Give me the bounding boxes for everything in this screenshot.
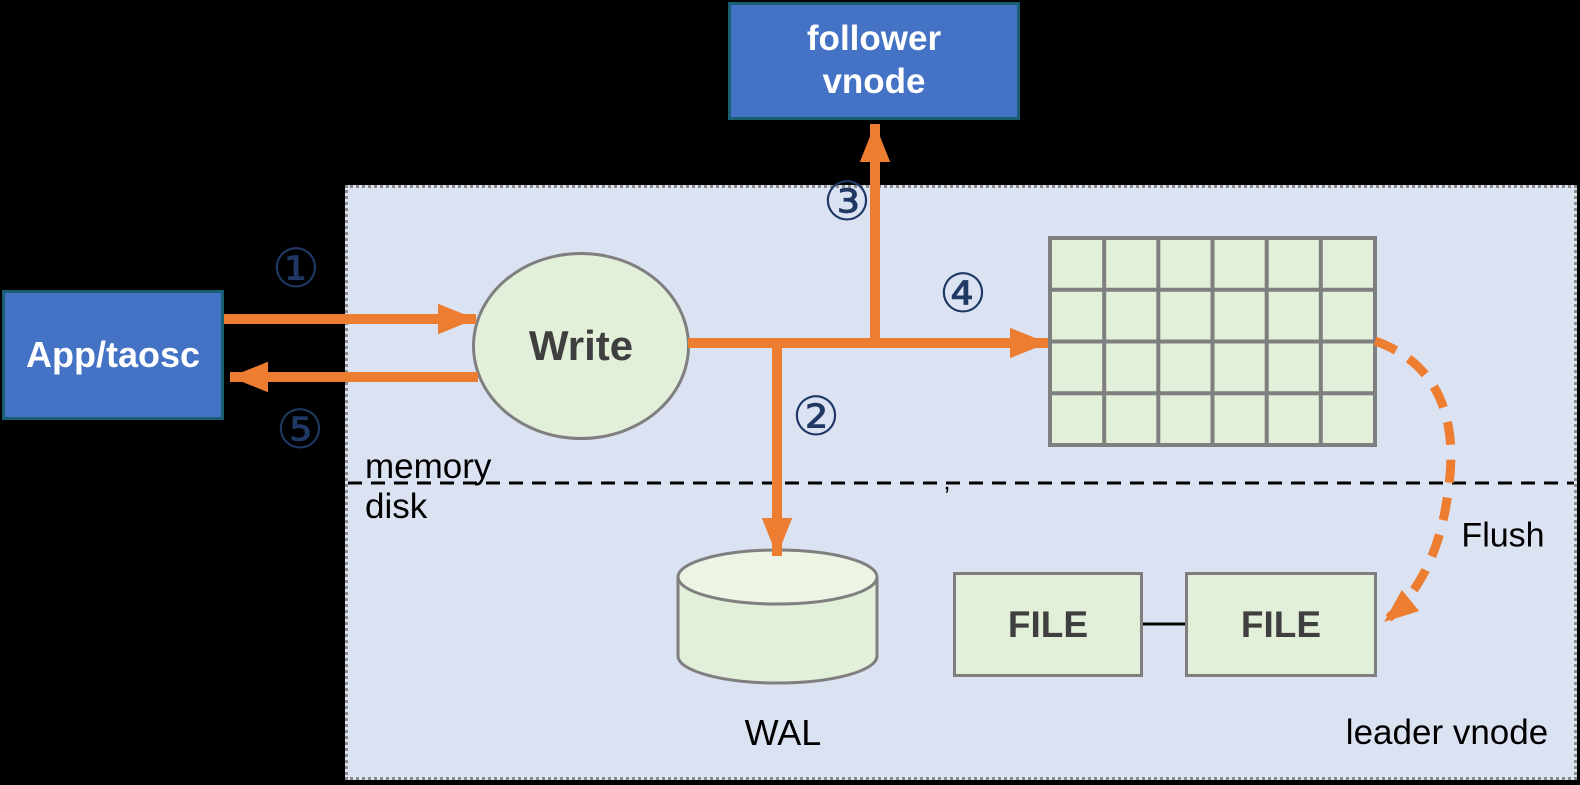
follower-vnode-node: follower vnode bbox=[728, 2, 1020, 120]
memory-label: memory bbox=[365, 447, 492, 486]
wal-label: WAL bbox=[744, 712, 822, 753]
step-2-badge: ② bbox=[791, 385, 841, 448]
app-taosc-node: App/taosc bbox=[2, 290, 224, 420]
disk-label: disk bbox=[365, 487, 428, 526]
step-1-badge: ① bbox=[271, 237, 321, 300]
flush-label: Flush bbox=[1461, 516, 1545, 555]
step-5-badge: ⑤ bbox=[275, 398, 325, 461]
file-node-left: FILE bbox=[953, 572, 1143, 677]
step-3-badge: ③ bbox=[822, 170, 872, 233]
write-node: Write bbox=[472, 252, 690, 440]
file-left-label: FILE bbox=[1007, 603, 1089, 645]
leader-vnode-label: leader vnode bbox=[1345, 713, 1549, 752]
file-right-label: FILE bbox=[1240, 603, 1322, 645]
follower-vnode-label: follower vnode bbox=[806, 19, 942, 101]
file-node-right: FILE bbox=[1185, 572, 1377, 677]
write-node-label: Write bbox=[528, 322, 634, 369]
app-taosc-label: App/taosc bbox=[25, 334, 201, 376]
step-4-badge: ④ bbox=[938, 262, 988, 325]
divider-mark: , bbox=[943, 465, 951, 496]
